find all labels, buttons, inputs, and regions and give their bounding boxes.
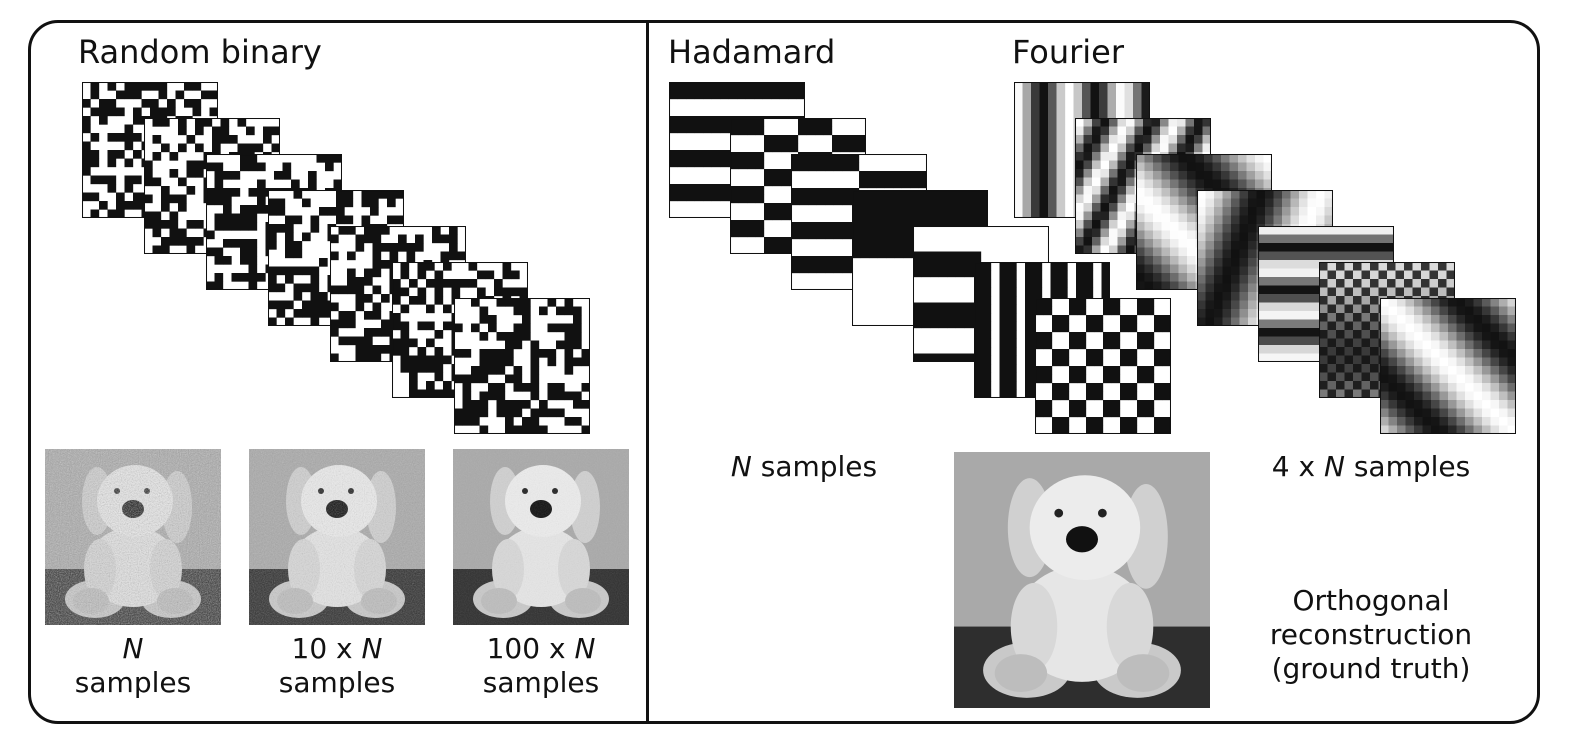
ground-truth-caption: Orthogonal reconstruction (ground truth) bbox=[1226, 584, 1516, 686]
caption-multiplier: 4 x bbox=[1271, 450, 1324, 483]
ground-truth-caption-line-1: Orthogonal bbox=[1292, 584, 1450, 617]
caption-unit: samples bbox=[1344, 450, 1471, 483]
caption-10n-samples: 10 x N samples bbox=[237, 632, 437, 700]
caption-multiplier: 10 x bbox=[291, 632, 362, 665]
caption-n-samples: N samples bbox=[33, 632, 233, 700]
caption-variable: N bbox=[122, 632, 144, 665]
caption-variable: N bbox=[361, 632, 383, 665]
caption-100n-samples: 100 x N samples bbox=[441, 632, 641, 700]
hadamard-caption: N samples bbox=[694, 450, 914, 484]
fourier-title: Fourier bbox=[1012, 33, 1125, 71]
caption-unit: samples bbox=[482, 666, 600, 699]
fourier-caption: 4 x N samples bbox=[1236, 450, 1506, 484]
fourier-pattern-7 bbox=[1380, 298, 1516, 434]
caption-unit: samples bbox=[751, 450, 878, 483]
reconstruction-10n-samples bbox=[249, 449, 425, 625]
caption-variable: N bbox=[1323, 450, 1345, 483]
panel-divider bbox=[646, 20, 649, 724]
random-binary-title: Random binary bbox=[78, 33, 322, 71]
caption-variable: N bbox=[730, 450, 752, 483]
hadamard-title: Hadamard bbox=[668, 33, 836, 71]
ground-truth-caption-line-2: reconstruction bbox=[1269, 618, 1473, 651]
caption-unit: samples bbox=[278, 666, 396, 699]
reconstruction-n-samples bbox=[45, 449, 221, 625]
caption-multiplier: 100 x bbox=[486, 632, 575, 665]
caption-unit: samples bbox=[74, 666, 192, 699]
ground-truth-caption-line-3: (ground truth) bbox=[1271, 652, 1471, 685]
figure-frame bbox=[28, 20, 1540, 724]
hadamard-pattern-7 bbox=[1035, 298, 1171, 434]
ground-truth-reconstruction bbox=[954, 452, 1210, 708]
caption-variable: N bbox=[574, 632, 596, 665]
reconstruction-100n-samples bbox=[453, 449, 629, 625]
random-pattern-7 bbox=[454, 298, 590, 434]
